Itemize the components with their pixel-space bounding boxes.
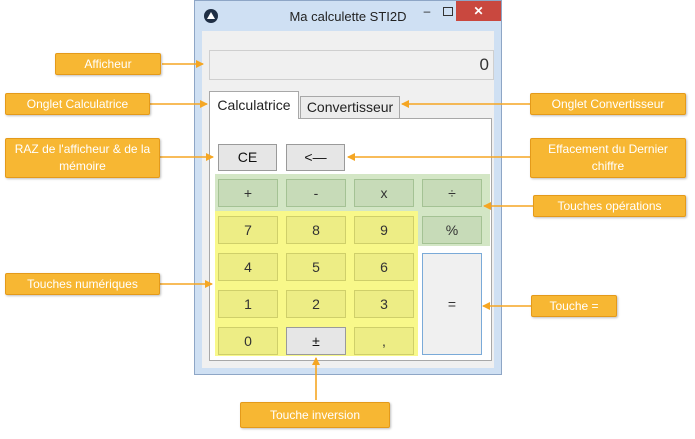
- callout-egal: Touche =: [531, 295, 617, 317]
- callout-onglet-calculatrice: Onglet Calculatrice: [5, 93, 150, 115]
- maximize-icon: [443, 7, 453, 16]
- invert-sign-button[interactable]: ±: [286, 327, 346, 355]
- divide-button[interactable]: ÷: [422, 179, 482, 207]
- equals-button[interactable]: =: [422, 253, 482, 355]
- callout-raz: RAZ de l'afficheur & de la mémoire: [5, 138, 160, 178]
- multiply-button[interactable]: x: [354, 179, 414, 207]
- percent-button[interactable]: %: [422, 216, 482, 244]
- maximize-button[interactable]: [439, 1, 455, 21]
- callout-effacement: Effacement du Dernier chiffre: [530, 138, 686, 178]
- window-client-area: 0 Calculatrice Convertisseur CE <— + - x…: [202, 31, 494, 368]
- app-icon: [204, 9, 218, 23]
- title-bar[interactable]: Ma calculette STI2D – ✕: [195, 1, 501, 31]
- minus-button[interactable]: -: [286, 179, 346, 207]
- plus-button[interactable]: +: [218, 179, 278, 207]
- tab-convertisseur[interactable]: Convertisseur: [300, 96, 400, 118]
- callout-inversion: Touche inversion: [240, 402, 390, 428]
- close-button[interactable]: ✕: [456, 1, 501, 21]
- digit-6-button[interactable]: 6: [354, 253, 414, 281]
- clear-button[interactable]: CE: [218, 144, 277, 171]
- callout-afficheur: Afficheur: [55, 53, 161, 75]
- digit-9-button[interactable]: 9: [354, 216, 414, 244]
- digit-4-button[interactable]: 4: [218, 253, 278, 281]
- backspace-button[interactable]: <—: [286, 144, 345, 171]
- digit-0-button[interactable]: 0: [218, 327, 278, 355]
- digit-1-button[interactable]: 1: [218, 290, 278, 318]
- digit-2-button[interactable]: 2: [286, 290, 346, 318]
- calculator-panel: CE <— + - x ÷ 7 8 9 % 4 5 6 1 2 3 0 ± , …: [209, 118, 492, 361]
- decimal-button[interactable]: ,: [354, 327, 414, 355]
- window-title: Ma calculette STI2D: [289, 9, 407, 24]
- calculator-window: Ma calculette STI2D – ✕ 0 Calculatrice C…: [194, 0, 502, 375]
- callout-onglet-convertisseur: Onglet Convertisseur: [530, 93, 686, 115]
- digit-3-button[interactable]: 3: [354, 290, 414, 318]
- digit-5-button[interactable]: 5: [286, 253, 346, 281]
- minimize-button[interactable]: –: [423, 4, 431, 18]
- tab-calculatrice[interactable]: Calculatrice: [209, 91, 299, 119]
- digit-7-button[interactable]: 7: [218, 216, 278, 244]
- display-screen: 0: [209, 50, 494, 80]
- callout-numeriques: Touches numériques: [5, 273, 160, 295]
- callout-operations: Touches opérations: [533, 195, 686, 217]
- digit-8-button[interactable]: 8: [286, 216, 346, 244]
